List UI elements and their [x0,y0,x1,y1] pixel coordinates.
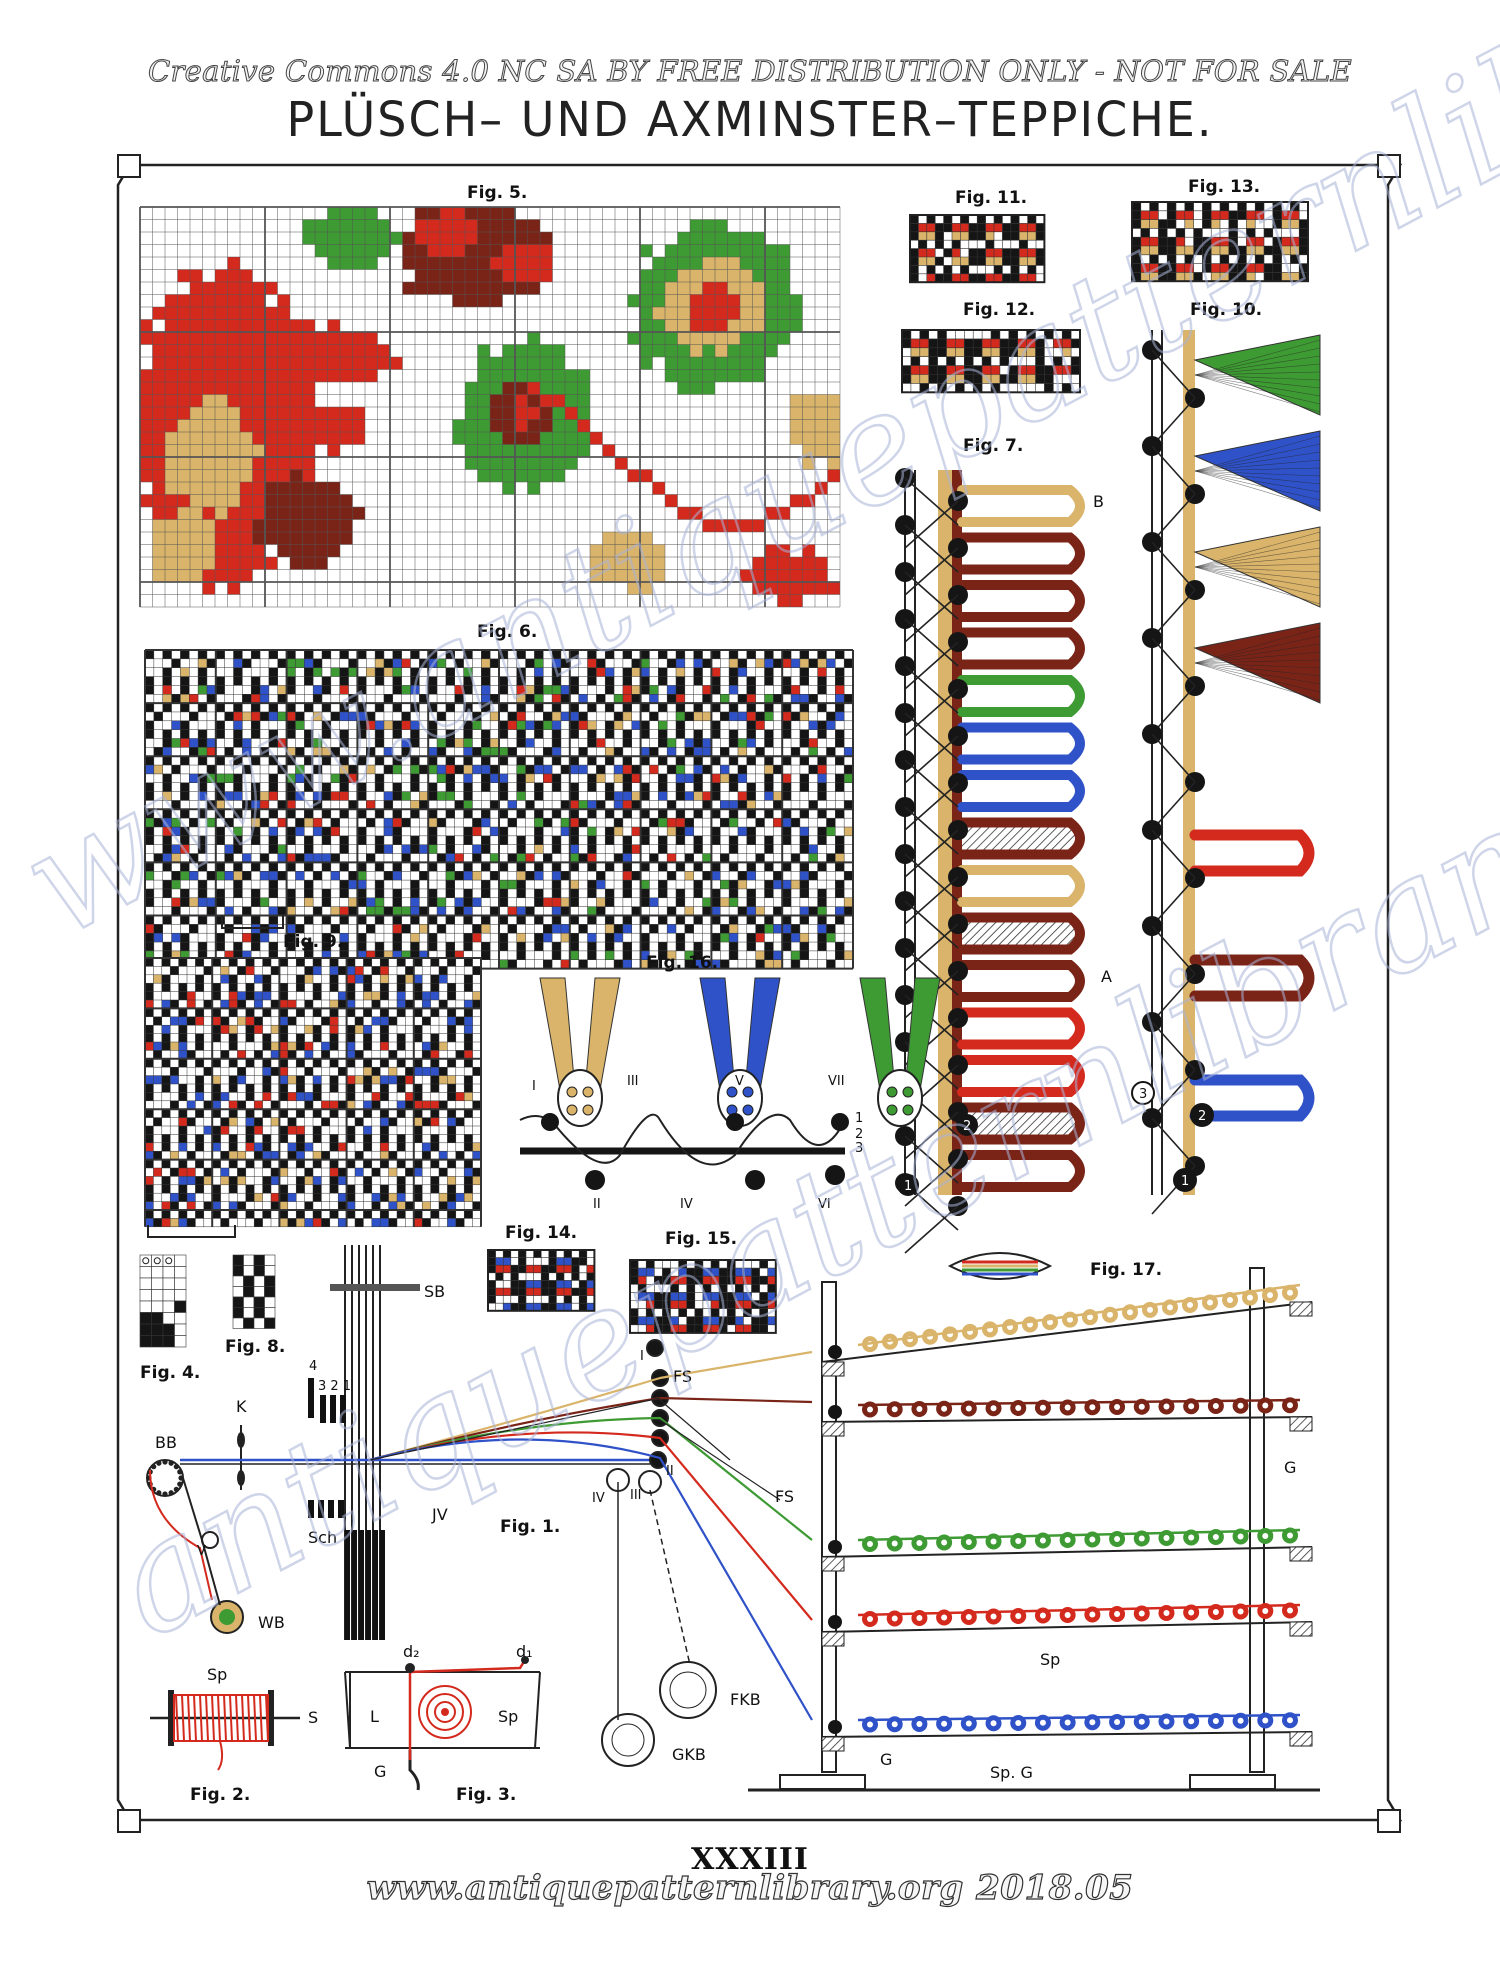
fig16-n2: 2 [855,1127,863,1142]
fig8-label: Fig. 8. [225,1337,285,1357]
fig7-label: Fig. 7. [963,436,1023,456]
fig17-label: Fig. 17. [1090,1260,1162,1280]
fig3-d1: d₁ [516,1642,533,1661]
fig3-label: Fig. 3. [456,1785,516,1805]
fig8-grid [232,1254,276,1329]
fig17-shuttle [947,1252,1053,1280]
fig1-roll-ii: II [666,1464,674,1479]
fig14-label: Fig. 14. [505,1223,577,1243]
fig1-roll-iii: III [630,1488,642,1503]
fig1-g-right: G [1284,1458,1296,1477]
fig10-n1: 1 [1181,1174,1189,1189]
fig9-label: Fig. 9. [283,932,343,952]
fig15-grid [629,1259,777,1334]
fig13-label: Fig. 13. [1188,177,1260,197]
fig1-sb: SB [424,1282,445,1301]
fig6-bracket [221,915,284,929]
fig1-jv: JV [431,1505,448,1524]
fig16-label: Fig. 16. [646,953,718,973]
fig15-label: Fig. 15. [665,1229,737,1249]
fig6-weave-grid [144,649,854,970]
fig16-r2: II [593,1197,601,1212]
fig3-d2: d₂ [403,1642,420,1661]
fig5-label: Fig. 5. [467,183,527,203]
fig7-label-a: A [1101,967,1112,986]
fig12-label: Fig. 12. [963,300,1035,320]
fig3-g: G [374,1762,386,1781]
fig16-n3: 3 [855,1141,863,1156]
fig13-grid [1131,201,1309,283]
fig16-r1: I [532,1079,536,1094]
fig4-label: Fig. 4. [140,1363,200,1383]
fig1-k: K [236,1397,247,1416]
fig7-n1: 1 [904,1179,912,1194]
fig14-grid [487,1249,596,1312]
plate-title: PLÜSCH– UND AXMINSTER–TEPPICHE. [286,90,1214,148]
fig16-r5: V [735,1074,744,1089]
fig1-g-bottom: G [880,1750,892,1769]
fig1-fs-mid: FS [775,1487,794,1506]
fig1-fs-top: FS [673,1367,692,1386]
fig3-sp: Sp [498,1707,518,1726]
plate-frame [116,154,1403,1833]
fig9-weave-grid [144,957,482,1228]
fig5-pattern-grid [139,206,850,615]
fig11-label: Fig. 11. [955,188,1027,208]
fig11-grid [909,214,1046,284]
fig7-plush-section: 12 [895,468,1085,1254]
fig4-grid [139,1254,187,1348]
fig1-label: Fig. 1. [500,1517,560,1537]
fig6-label: Fig. 6. [477,622,537,642]
fig2-sp: Sp [207,1665,227,1684]
fig2-spool [150,1690,300,1771]
fig12-grid [901,329,1081,394]
fig1-v: V [197,1544,206,1559]
footer-url: www.antiquepatternlibrary.org 2018.05 [366,1867,1134,1908]
fig1-spg: Sp. G [990,1763,1033,1782]
fig7-label-b: B [1093,492,1104,511]
fig16-r3: III [627,1074,639,1089]
fig1-roll-iv: IV [592,1491,605,1506]
fig1-n321: 3 2 1 [318,1379,351,1394]
fig7-n2: 2 [963,1119,971,1134]
plate-number: XXXIII [691,1842,809,1877]
fig1-wb: WB [258,1613,285,1632]
fig1-n4: 4 [309,1359,317,1374]
fig2-s: S [308,1708,318,1727]
fig1-sch: Sch [308,1528,337,1547]
fig16-n1: 1 [855,1111,863,1126]
fig3-feed [344,1656,541,1791]
fig16-r7: VII [828,1074,845,1089]
fig1-sp: Sp [1040,1650,1060,1669]
fig1-gkb: GKB [672,1745,706,1764]
fig1-loom-apparatus [146,1245,1320,1792]
fig1-bb: BB [155,1433,177,1452]
fig2-label: Fig. 2. [190,1785,250,1805]
fig10-axminster-section: 1 2 3 [1131,330,1321,1215]
fig16-r6: VI [818,1197,831,1212]
license-line: Creative Commons 4.0 NC SA BY FREE DISTR… [148,54,1353,89]
fig9-bracket [147,1225,236,1238]
fig1-fkb: FKB [730,1690,761,1709]
fig10-n2: 2 [1198,1109,1206,1124]
fig10-n3: 3 [1139,1087,1147,1102]
fig1-roll-i: I [640,1349,644,1364]
fig16-r4: IV [680,1197,693,1212]
fig10-label: Fig. 10. [1190,300,1262,320]
fig3-l: L [370,1707,379,1726]
